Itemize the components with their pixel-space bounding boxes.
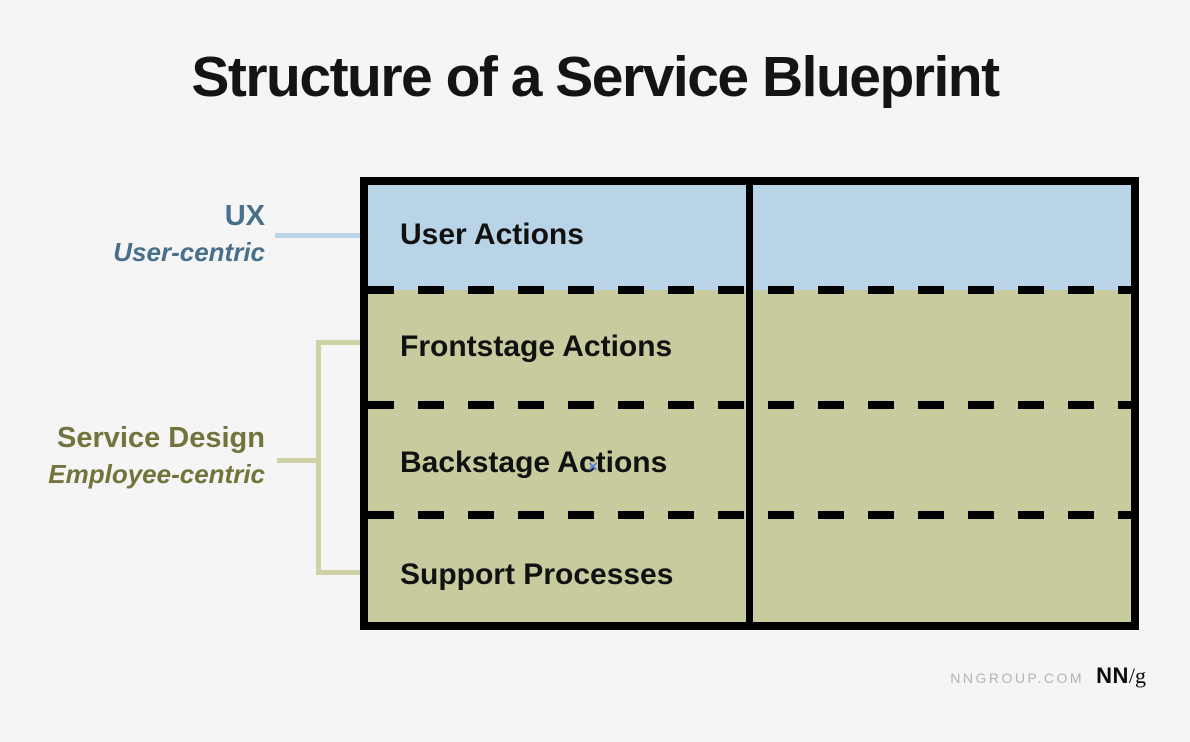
ux-heading: UX: [224, 200, 265, 232]
ux-subheading: User-centric: [113, 237, 265, 267]
service-design-label-group: Service Design Employee-centric: [0, 420, 265, 492]
nng-logo-slash-g: /g: [1128, 663, 1146, 688]
row-label-support-processes: Support Processes: [400, 558, 674, 591]
blueprint-table: User Actions Frontstage Actions Backstag…: [360, 177, 1139, 630]
service-design-heading: Service Design: [57, 422, 265, 454]
service-design-bracket-bottom-stub: [316, 570, 362, 575]
ux-label-group: UX User-centric: [0, 198, 265, 270]
nng-logo: NN/g: [1096, 663, 1146, 689]
row-label-frontstage-actions: Frontstage Actions: [400, 330, 673, 363]
column-divider: [746, 185, 753, 622]
service-design-subheading: Employee-centric: [48, 459, 265, 489]
row-label-backstage-actions: Backstage Actions: [400, 446, 668, 479]
footer-branding: NNGROUP.COM NN/g: [950, 663, 1146, 689]
service-design-bracket-middle-stub: [277, 458, 317, 463]
service-design-bracket-top-stub: [316, 340, 362, 345]
ux-connector-line: [275, 233, 361, 238]
page-title: Structure of a Service Blueprint: [191, 45, 1000, 109]
cursor-icon: ×: [588, 457, 598, 476]
row-label-user-actions: User Actions: [400, 218, 584, 251]
nngroup-url: NNGROUP.COM: [950, 670, 1085, 686]
service-design-bracket-vertical: [316, 340, 321, 575]
nng-logo-nn: NN: [1096, 663, 1129, 688]
